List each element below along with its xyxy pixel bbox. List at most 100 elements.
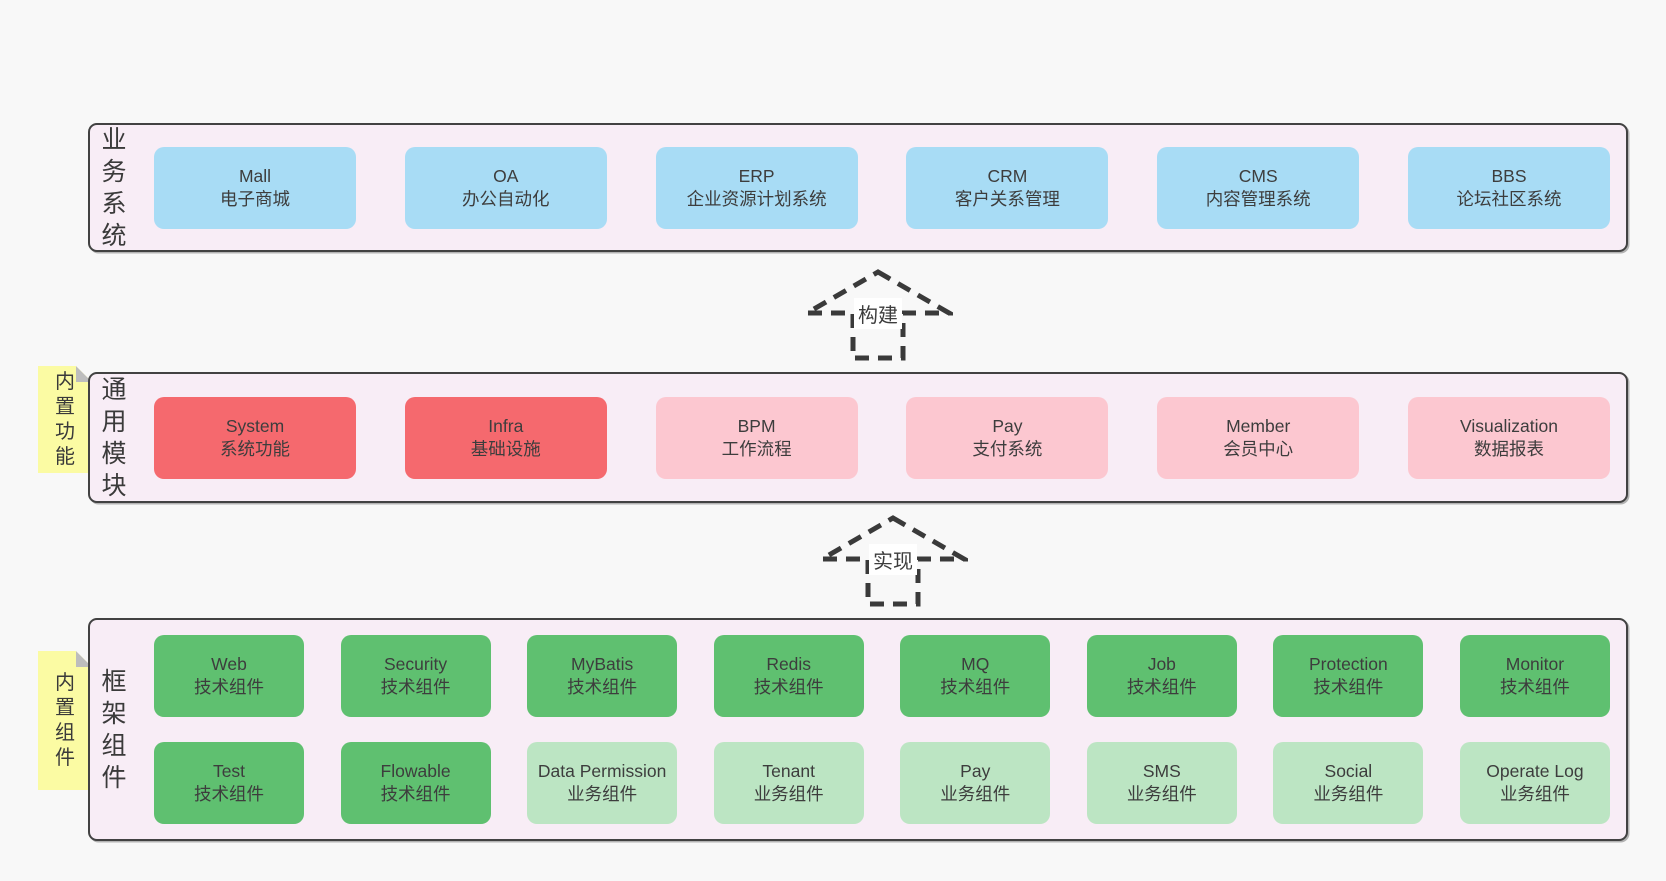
box-name: Operate Log [1486,761,1584,781]
box-desc: 数据报表 [1473,438,1544,459]
box-desc: 办公自动化 [462,188,550,209]
box-system: System 系统功能 [154,396,356,479]
box-desc: 技术组件 [1126,677,1197,697]
box-test: Test 技术组件 [154,742,304,824]
box-desc: 业务组件 [1126,784,1197,804]
box-name: Monitor [1505,654,1565,674]
arrow-build: 构建 [803,268,953,362]
arrow-build-label: 构建 [854,298,902,329]
module-boxes: System 系统功能 Infra 基础设施 BPM 工作流程 Pay 支付系统… [154,396,1610,479]
box-desc: 会员中心 [1223,438,1294,459]
box-name: Pay [992,415,1023,436]
sticky-label: 内置组件 [55,671,75,769]
box-name: Test [212,761,246,781]
layer-business-systems: 业务系统 Mall 电子商城 OA 办公自动化 ERP 企业资源计划系统 CRM… [88,123,1628,252]
box-member: Member 会员中心 [1157,396,1360,479]
box-name: MyBatis [571,654,634,674]
box-name: CRM [987,165,1028,186]
box-monitor: Monitor 技术组件 [1459,635,1610,717]
box-operate-log: Operate Log 业务组件 [1459,742,1610,824]
box-name: Social [1324,761,1373,781]
framework-boxes: Web 技术组件 Security 技术组件 MyBatis 技术组件 Redi… [154,635,1610,824]
sticky-note-built-in-functions: 内置功能 [38,366,92,473]
box-tenant: Tenant 业务组件 [713,742,864,824]
box-name: Pay [960,761,991,781]
box-erp: ERP 企业资源计划系统 [655,146,858,229]
box-desc: 业务组件 [753,784,824,804]
layer-label-business: 业务系统 [101,125,127,250]
box-oa: OA 办公自动化 [404,146,607,229]
sticky-label: 内置功能 [55,370,75,468]
box-redis: Redis 技术组件 [713,635,864,717]
box-name: Tenant [762,761,815,781]
box-name: Redis [766,654,812,674]
box-desc: 工作流程 [721,438,792,459]
box-desc: 技术组件 [567,677,638,697]
box-desc: 技术组件 [194,677,264,697]
box-name: Infra [488,415,524,436]
box-desc: 技术组件 [1313,677,1384,697]
box-job: Job 技术组件 [1086,635,1237,717]
box-name: SMS [1142,761,1181,781]
box-name: Security [383,654,448,674]
box-security: Security 技术组件 [340,635,491,717]
box-visualization: Visualization 数据报表 [1407,396,1610,479]
up-arrow-icon [803,269,953,361]
box-sms: SMS 业务组件 [1086,742,1237,824]
box-desc: 客户关系管理 [954,188,1060,209]
box-mall: Mall 电子商城 [154,146,356,229]
up-arrow-icon [818,515,968,607]
box-desc: 技术组件 [380,677,451,697]
box-web: Web 技术组件 [154,635,304,717]
box-desc: 业务组件 [567,784,638,804]
box-desc: 业务组件 [1313,784,1384,804]
box-desc: 系统功能 [220,438,290,459]
box-name: MQ [961,654,990,674]
box-name: ERP [738,165,775,186]
box-desc: 技术组件 [194,784,264,804]
box-desc: 基础设施 [470,438,541,459]
box-name: Member [1226,415,1291,436]
box-name: Mall [238,165,272,186]
box-desc: 企业资源计划系统 [686,188,827,209]
box-mybatis: MyBatis 技术组件 [527,635,678,717]
layer-label-modules: 通用模块 [101,375,127,500]
box-crm: CRM 客户关系管理 [906,146,1109,229]
box-name: CMS [1238,165,1278,186]
box-name: Web [211,654,247,674]
box-desc: 业务组件 [1499,784,1570,804]
box-name: Protection [1308,654,1388,674]
box-name: Data Permission [537,761,667,781]
box-desc: 支付系统 [972,438,1043,459]
framework-row-1: Web 技术组件 Security 技术组件 MyBatis 技术组件 Redi… [154,635,1610,717]
box-pay-system: Pay 支付系统 [906,396,1109,479]
layer-label-framework: 框架组件 [101,667,127,792]
box-bpm: BPM 工作流程 [655,396,858,479]
box-desc: 论坛社区系统 [1456,188,1562,209]
arrow-implement-label: 实现 [869,544,917,575]
box-name: System [225,415,285,436]
box-protection: Protection 技术组件 [1273,635,1424,717]
box-desc: 技术组件 [380,784,451,804]
box-desc: 技术组件 [1499,677,1570,697]
box-name: Job [1147,654,1176,674]
box-name: OA [493,165,519,186]
box-name: BPM [737,415,776,436]
box-mq: MQ 技术组件 [900,635,1051,717]
box-pay-component: Pay 业务组件 [900,742,1051,824]
box-name: Flowable [380,761,451,781]
business-boxes: Mall 电子商城 OA 办公自动化 ERP 企业资源计划系统 CRM 客户关系… [154,146,1610,229]
sticky-note-built-in-components: 内置组件 [38,651,92,790]
box-data-permission: Data Permission 业务组件 [527,742,678,824]
box-desc: 技术组件 [940,677,1011,697]
layer-common-modules: 通用模块 System 系统功能 Infra 基础设施 BPM 工作流程 Pay… [88,372,1628,503]
box-name: Visualization [1460,415,1558,436]
box-desc: 电子商城 [220,188,290,209]
box-infra: Infra 基础设施 [404,396,607,479]
box-desc: 业务组件 [940,784,1011,804]
box-name: BBS [1491,165,1527,186]
box-desc: 内容管理系统 [1205,188,1311,209]
box-bbs: BBS 论坛社区系统 [1407,146,1610,229]
layer-framework-components: 框架组件 Web 技术组件 Security 技术组件 MyBatis 技术组件… [88,618,1628,841]
